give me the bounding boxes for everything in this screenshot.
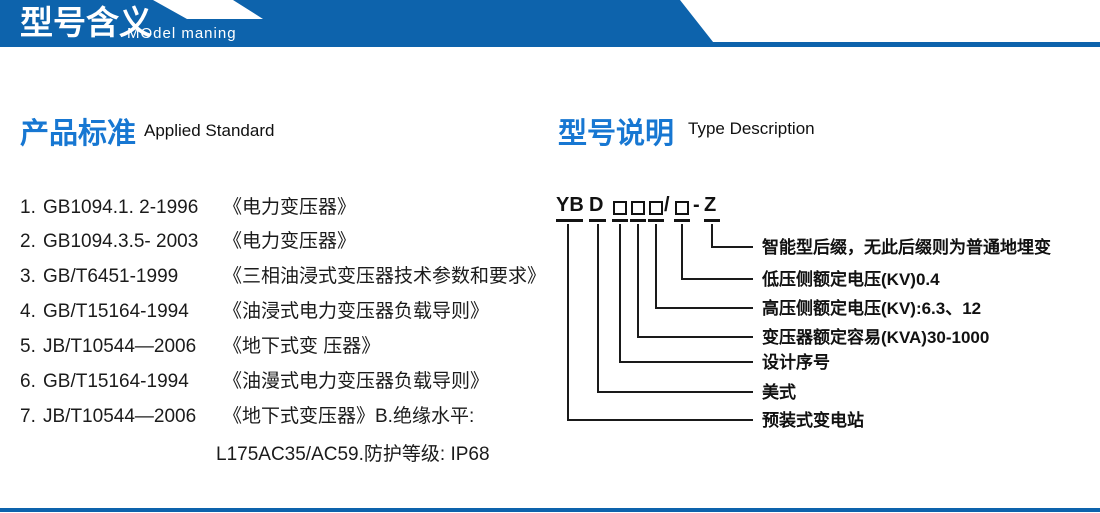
code-box-4 bbox=[675, 201, 689, 215]
right-heading-en: Type Description bbox=[688, 119, 815, 138]
page-title: 型号含义 bbox=[20, 4, 152, 41]
standard-code: JB/T10544—2006 bbox=[43, 336, 197, 357]
connector-line bbox=[567, 224, 569, 421]
connector-line bbox=[712, 246, 753, 248]
standard-code: GB/T15164-1994 bbox=[43, 301, 189, 322]
code-underline bbox=[704, 219, 720, 222]
code-underline bbox=[556, 219, 583, 222]
code-underline bbox=[630, 219, 646, 222]
connector-line bbox=[597, 224, 599, 393]
standard-continuation: L175AC35/AC59.防护等级: IP68 bbox=[216, 444, 490, 465]
left-heading-cn: 产品标准 bbox=[20, 118, 137, 150]
left-heading-en: Applied Standard bbox=[144, 121, 275, 140]
connector-line bbox=[620, 361, 753, 363]
standard-title: 《地下式变压器》B.绝缘水平: bbox=[223, 406, 475, 427]
connector-line bbox=[681, 224, 683, 280]
header-banner bbox=[0, 0, 717, 47]
code-box-1 bbox=[613, 201, 627, 215]
legend-label: 智能型后缀，无此后缀则为普通地埋变 bbox=[762, 238, 1051, 257]
connector-line bbox=[656, 307, 753, 309]
standard-code: GB1094.3.5- 2003 bbox=[43, 231, 199, 252]
standard-title: 《三相油浸式变压器技术参数和要求》 bbox=[223, 266, 547, 287]
standard-code: GB1094.1. 2-1996 bbox=[43, 197, 199, 218]
standard-number: 3. bbox=[20, 266, 36, 287]
standard-number: 5. bbox=[20, 336, 36, 357]
page-subtitle: MOdel maning bbox=[127, 25, 237, 42]
standard-title: 《油漫式电力变压器负载导则》 bbox=[223, 371, 490, 392]
legend-label: 设计序号 bbox=[762, 353, 830, 372]
connector-line bbox=[568, 419, 753, 421]
code-underline bbox=[589, 219, 606, 222]
connector-line bbox=[619, 224, 621, 363]
standard-code: GB/T15164-1994 bbox=[43, 371, 189, 392]
right-heading-cn: 型号说明 bbox=[558, 118, 675, 150]
standard-title: 《电力变压器》 bbox=[223, 197, 357, 218]
connector-line bbox=[655, 224, 657, 309]
standard-title: 《电力变压器》 bbox=[223, 231, 357, 252]
standard-number: 2. bbox=[20, 231, 36, 252]
code-part-yb: YB bbox=[556, 194, 584, 216]
legend-label: 美式 bbox=[762, 383, 796, 402]
code-box-3 bbox=[649, 201, 663, 215]
code-part-slash: / bbox=[664, 194, 670, 216]
legend-label: 变压器额定容易(KVA)30-1000 bbox=[762, 328, 990, 347]
connector-line bbox=[598, 391, 753, 393]
standard-code: JB/T10544—2006 bbox=[43, 406, 197, 427]
legend-label: 预装式变电站 bbox=[762, 411, 864, 430]
code-underline bbox=[612, 219, 628, 222]
code-underline bbox=[674, 219, 690, 222]
code-box-2 bbox=[631, 201, 645, 215]
connector-line bbox=[637, 224, 639, 338]
code-part-z: Z bbox=[704, 194, 717, 216]
standard-number: 6. bbox=[20, 371, 36, 392]
legend-label: 低压侧额定电压(KV)0.4 bbox=[762, 270, 940, 289]
standard-title: 《油浸式电力变压器负载导则》 bbox=[223, 301, 490, 322]
legend-label: 高压侧额定电压(KV):6.3、12 bbox=[762, 299, 982, 318]
standard-code: GB/T6451-1999 bbox=[43, 266, 179, 287]
connector-line bbox=[682, 278, 753, 280]
connector-line bbox=[711, 224, 713, 248]
code-underline bbox=[648, 219, 664, 222]
connector-line bbox=[638, 336, 753, 338]
standard-number: 7. bbox=[20, 406, 36, 427]
code-part-d: D bbox=[589, 194, 604, 216]
standard-number: 1. bbox=[20, 197, 36, 218]
standard-number: 4. bbox=[20, 301, 36, 322]
code-part-dash: - bbox=[693, 194, 700, 216]
bottom-rule bbox=[0, 508, 1100, 512]
standard-title: 《地下式变 压器》 bbox=[223, 336, 381, 357]
